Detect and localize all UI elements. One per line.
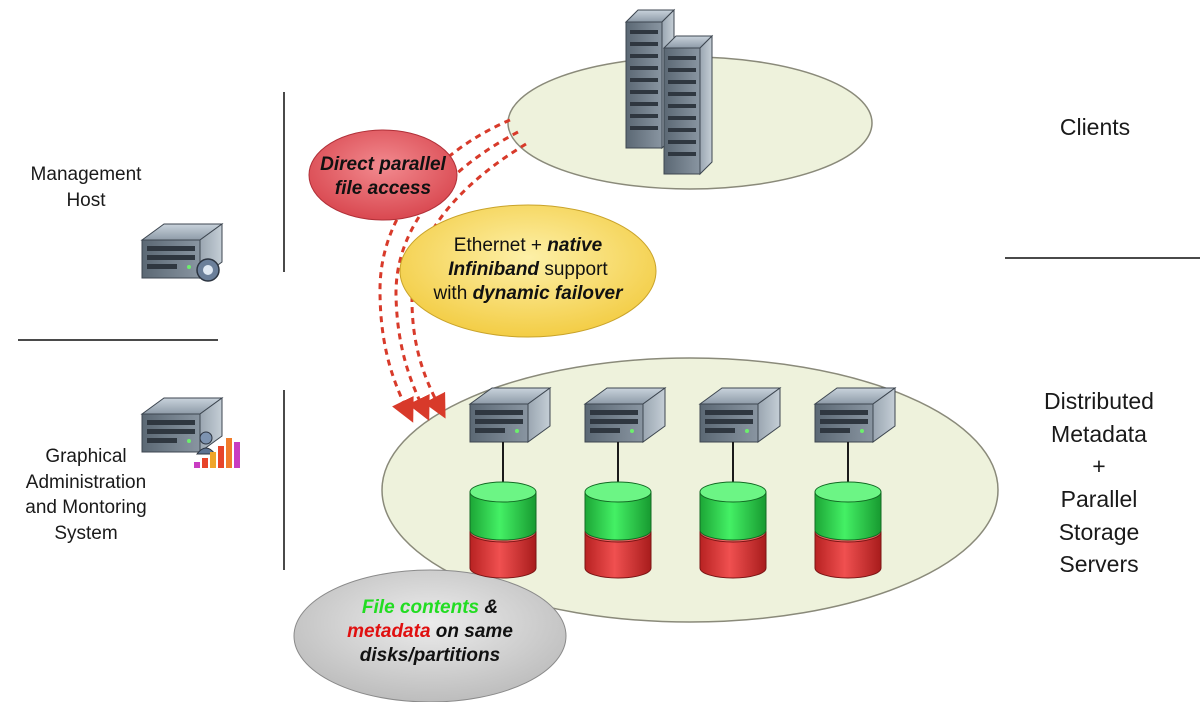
file-contents-bubble xyxy=(293,569,567,702)
server-icon xyxy=(584,387,666,443)
direct-access-text: Direct parallel file access xyxy=(320,154,446,199)
server-icon xyxy=(469,387,551,443)
storage-node xyxy=(584,387,666,579)
graphical-admin-label: Graphical Administration and Montoring S… xyxy=(25,446,147,544)
storage-node xyxy=(814,387,896,579)
disk-icon xyxy=(814,481,882,579)
file-contents-text: File contents & metadata on same disks/p… xyxy=(347,597,513,666)
storage-node xyxy=(469,387,551,579)
disk-icon xyxy=(584,481,652,579)
server-rack-icon xyxy=(625,9,713,175)
storage-label: Distributed Metadata + Parallel Storage … xyxy=(1044,388,1154,578)
disk-icon xyxy=(699,481,767,579)
server-icon xyxy=(814,387,896,443)
server-icon xyxy=(699,387,781,443)
direct-access-bubble xyxy=(308,129,458,221)
clients-label: Clients xyxy=(1059,114,1131,140)
admin-system-icon xyxy=(141,397,240,468)
network-bubble xyxy=(399,204,657,338)
storage-node xyxy=(699,387,781,579)
disk-icon xyxy=(469,481,537,579)
management-host-icon xyxy=(141,223,223,282)
network-text: Ethernet + native Infiniband support wit… xyxy=(433,235,623,304)
management-host-label: Management Host xyxy=(30,164,142,211)
